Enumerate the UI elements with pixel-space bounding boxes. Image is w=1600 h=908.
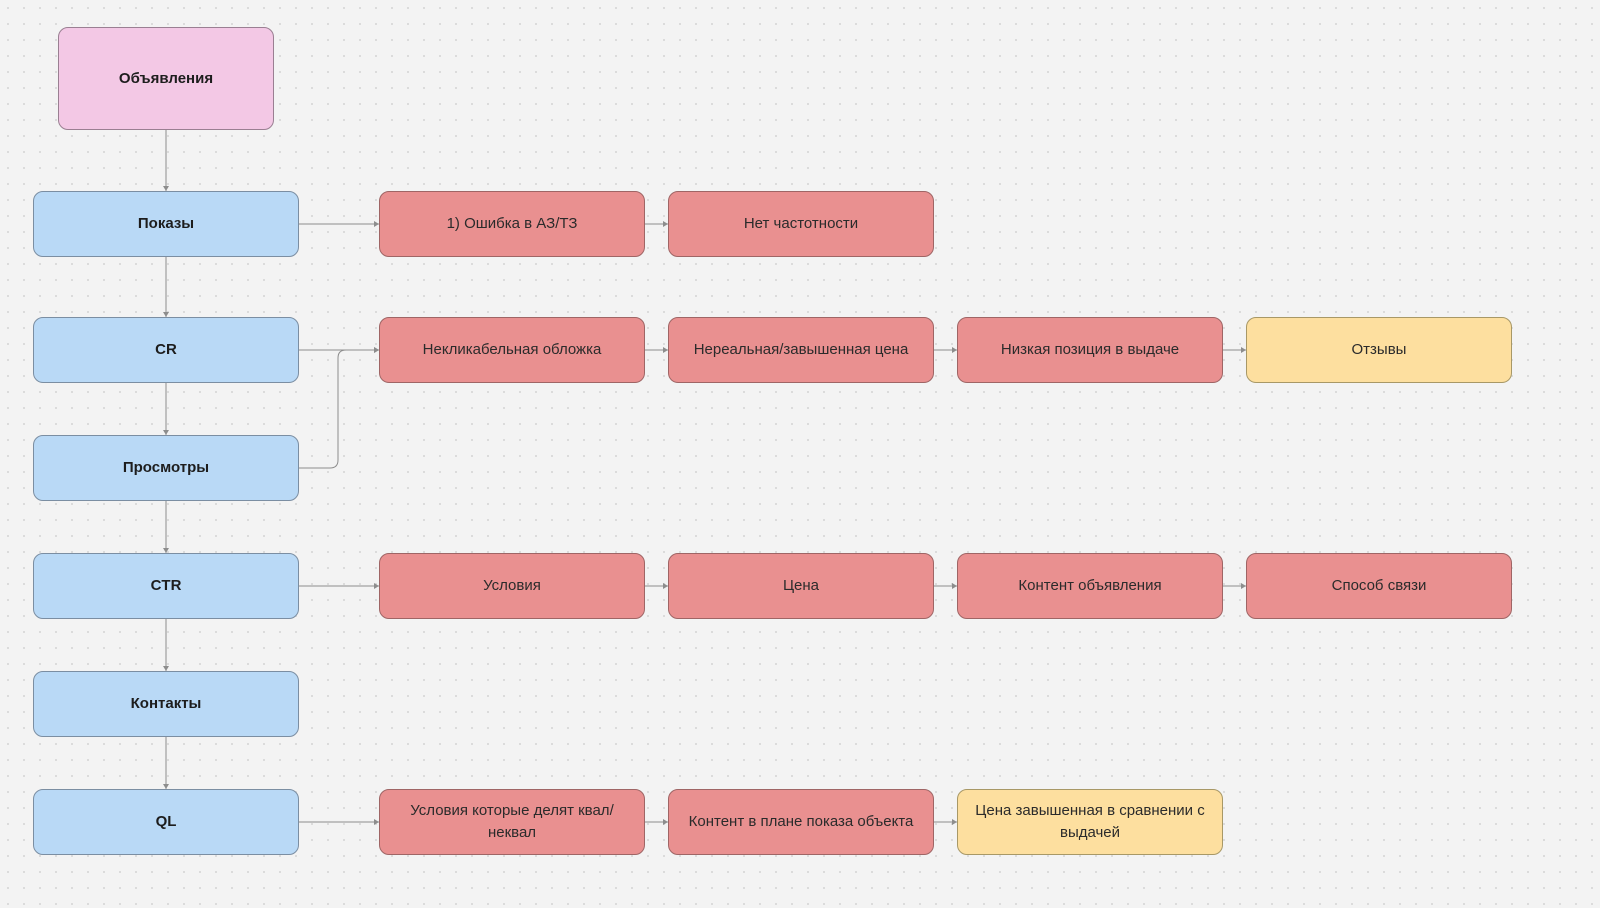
factor-node-qualifying-conditions[interactable]: Условия которые делят квал/неквал xyxy=(379,789,645,855)
connector-ctr-to-kontakty-arrowhead xyxy=(163,666,169,671)
node-label: Контент в плане показа объекта xyxy=(688,813,914,830)
factor-node-object-display-content[interactable]: Контент в плане показа объекта xyxy=(668,789,934,855)
connector-prosmotry-to-factor-arrowhead xyxy=(374,347,379,353)
node-label: QL xyxy=(155,813,177,830)
node-label: Объявления xyxy=(118,69,214,87)
node-label: Цена xyxy=(782,577,820,594)
connector-ctr-to-factor-arrowhead xyxy=(374,583,379,589)
connector-kontakty-to-ql-arrowhead xyxy=(163,784,169,789)
connector-cover-to-price-arrowhead xyxy=(663,347,668,353)
node-label: Контакты xyxy=(130,695,202,712)
node-label: Некликабельная обложка xyxy=(422,341,602,358)
node-label: Способ связи xyxy=(1331,577,1427,594)
node-label: Цена завышенная в сравнении с выдачей xyxy=(975,802,1205,841)
factor-node-unrealistic-price[interactable]: Нереальная/завышенная цена xyxy=(668,317,934,383)
node-label: 1) Ошибка в АЗ/ТЗ xyxy=(446,215,578,232)
node-label: Контент объявления xyxy=(1018,577,1162,594)
connector-pokazy-to-factor-arrowhead xyxy=(374,221,379,227)
node-label: Условия которые делят квал/неквал xyxy=(410,802,614,841)
connector-price-to-position-arrowhead xyxy=(952,347,957,353)
node-label: CTR xyxy=(150,577,182,594)
factor-node-price[interactable]: Цена xyxy=(668,553,934,619)
node-label: CR xyxy=(155,341,177,358)
metric-node-pokazy[interactable]: Показы xyxy=(33,191,299,257)
connector-conditions-to-price-arrowhead xyxy=(663,583,668,589)
node-label: Условия xyxy=(483,577,541,594)
connector-cr-to-prosmotry-arrowhead xyxy=(163,430,169,435)
connector-position-to-reviews-arrowhead xyxy=(1241,347,1246,353)
metric-node-ql[interactable]: QL xyxy=(33,789,299,855)
factor-node-ad-content[interactable]: Контент объявления xyxy=(957,553,1223,619)
connector-prosmotry-to-factor xyxy=(299,349,379,469)
node-label: Отзывы xyxy=(1351,341,1407,358)
factor-node-reviews[interactable]: Отзывы xyxy=(1246,317,1512,383)
root-node-ads[interactable]: Объявления xyxy=(58,27,274,130)
factor-node-no-frequency[interactable]: Нет частотности xyxy=(668,191,934,257)
node-label: Нет частотности xyxy=(743,215,859,232)
node-label: Нереальная/завышенная цена xyxy=(693,341,909,358)
factor-node-az-tz-error[interactable]: 1) Ошибка в АЗ/ТЗ xyxy=(379,191,645,257)
metric-node-kontakty[interactable]: Контакты xyxy=(33,671,299,737)
factor-node-conditions[interactable]: Условия xyxy=(379,553,645,619)
metric-node-ctr[interactable]: CTR xyxy=(33,553,299,619)
node-label: Низкая позиция в выдаче xyxy=(1000,341,1180,358)
factor-node-low-position[interactable]: Низкая позиция в выдаче xyxy=(957,317,1223,383)
connector-qual-to-display-arrowhead xyxy=(663,819,668,825)
factor-node-contact-method[interactable]: Способ связи xyxy=(1246,553,1512,619)
connector-display-to-overpriced-arrowhead xyxy=(952,819,957,825)
connector-pokazy-to-cr-arrowhead xyxy=(163,312,169,317)
connector-prosmotry-to-ctr-arrowhead xyxy=(163,548,169,553)
connector-az-tz-to-frequency-arrowhead xyxy=(663,221,668,227)
node-label: Просмотры xyxy=(122,459,210,476)
metric-node-cr[interactable]: CR xyxy=(33,317,299,383)
node-label: Показы xyxy=(137,215,195,232)
metric-node-prosmotry[interactable]: Просмотры xyxy=(33,435,299,501)
connector-ql-to-factor-arrowhead xyxy=(374,819,379,825)
factor-node-overpriced-vs-listing[interactable]: Цена завышенная в сравнении с выдачей xyxy=(957,789,1223,855)
connector-price-to-content-arrowhead xyxy=(952,583,957,589)
connector-root-to-pokazy-arrowhead xyxy=(163,186,169,191)
factor-node-unclickable-cover[interactable]: Некликабельная обложка xyxy=(379,317,645,383)
connector-content-to-contact-arrowhead xyxy=(1241,583,1246,589)
